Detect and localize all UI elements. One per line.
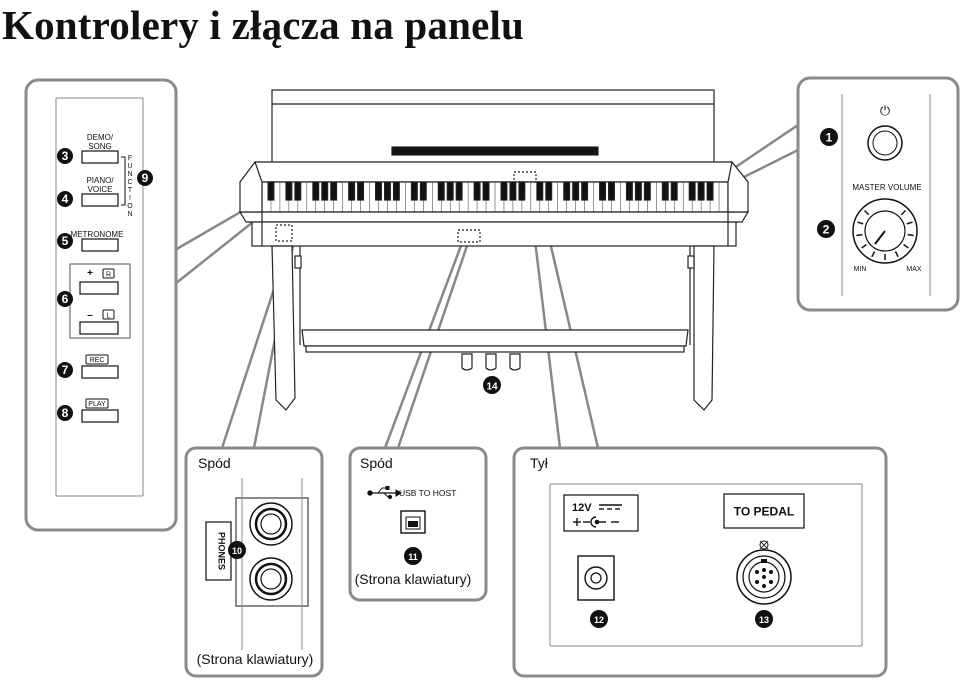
rec-label: REC (90, 357, 105, 364)
knob-ticks (856, 209, 914, 260)
callout-badge-10 (228, 541, 246, 559)
r-badge: R (106, 272, 111, 279)
callout-badge-1 (820, 128, 838, 146)
phones-panel: Spód PHONES 10 (Strona klawiatury) (184, 446, 324, 678)
callout-badge-12 (590, 610, 608, 628)
rear-panel: Tył 12V 12 TO PEDAL (512, 446, 888, 678)
master-volume-knob[interactable] (852, 198, 918, 264)
power-switch[interactable]: ⏻ (867, 103, 903, 161)
usb-port[interactable] (400, 510, 426, 534)
callout-badge-5 (57, 233, 73, 249)
usb-caption: (Strona klawiatury) (355, 571, 472, 587)
callout-badge-11 (404, 547, 422, 565)
callout-number-8: 8 (62, 406, 69, 420)
callout-number-10: 10 (232, 546, 242, 556)
right-control-panel: ⏻ 1 MASTER VOLUME MIN MAX 2 (796, 76, 960, 312)
callout-badge-3 (57, 148, 73, 164)
master-volume-label: MASTER VOLUME (852, 183, 921, 192)
callout-badge-9 (137, 170, 153, 186)
callout-badge-6 (57, 291, 73, 307)
volume-min-label: MIN (854, 266, 867, 273)
plus-r-button[interactable]: + R (79, 268, 119, 295)
demo-song-label-line2: SONG (88, 142, 112, 151)
callout-number-13: 13 (759, 615, 769, 625)
dc-symbol-icon (573, 504, 622, 528)
callout-badge-7 (57, 362, 73, 378)
usb-icon (367, 486, 402, 500)
page-title: Kontrolery i złącza na panelu (2, 2, 525, 48)
phones-location-marker (275, 224, 293, 242)
phones-jack-1[interactable] (249, 502, 293, 546)
power-icon: ⏻ (880, 103, 890, 118)
rear-panel-header: Tył (530, 455, 549, 471)
phones-label: PHONES (217, 532, 227, 570)
phones-caption: (Strona klawiatury) (197, 651, 314, 667)
minus-l-button[interactable]: – L (79, 309, 119, 335)
callout-number-12: 12 (594, 615, 604, 625)
pedals-callout: 14 (483, 376, 501, 394)
callout-number-3: 3 (62, 149, 69, 163)
play-label: PLAY (88, 401, 106, 408)
l-badge: L (107, 313, 111, 320)
callout-number-7: 7 (62, 363, 69, 377)
callout-number-11: 11 (408, 552, 418, 562)
demo-song-button[interactable]: DEMO/ SONG (81, 133, 119, 164)
callout-number-1: 1 (826, 131, 833, 145)
pedals-number: 14 (486, 382, 498, 393)
usb-panel-header: Spód (360, 455, 393, 471)
music-rest-slot (391, 146, 599, 156)
callout-badge-13 (755, 610, 773, 628)
callout-badge-8 (57, 405, 73, 421)
demo-song-label-line1: DEMO/ (87, 133, 114, 142)
pedal-connector[interactable] (736, 540, 792, 605)
volume-max-label: MAX (906, 266, 922, 273)
piano-illustration (238, 89, 750, 411)
usb-to-host-label: USB TO HOST (399, 488, 456, 498)
to-pedal-label: TO PEDAL (734, 505, 794, 519)
phones-panel-header: Spód (198, 455, 231, 471)
dc-voltage-label: 12V (572, 502, 592, 514)
usb-panel: Spód USB TO HOST 11 (Strona klawiatury) (348, 446, 488, 602)
black-keys (267, 181, 714, 201)
callout-number-9: 9 (142, 171, 149, 185)
callout-number-4: 4 (62, 192, 69, 206)
metronome-label: METRONOME (71, 230, 124, 239)
dc-in-jack[interactable] (577, 555, 615, 601)
pedals (461, 353, 521, 371)
piano-voice-label-line2: VOICE (88, 185, 113, 194)
callout-badge-4 (57, 191, 73, 207)
callout-number-2: 2 (823, 223, 830, 237)
rec-button[interactable]: REC (81, 354, 119, 379)
minus-symbol: – (87, 310, 93, 321)
callout-badge-2 (817, 220, 835, 238)
phones-jack-2[interactable] (249, 557, 293, 601)
piano-voice-label-line1: PIANO/ (86, 176, 114, 185)
play-button[interactable]: PLAY (81, 398, 119, 423)
usb-location-marker (457, 229, 481, 243)
callout-number-5: 5 (62, 234, 69, 248)
piano-voice-button[interactable]: PIANO/ VOICE (81, 176, 119, 207)
callout-number-6: 6 (62, 292, 69, 306)
plus-symbol: + (87, 268, 93, 279)
metronome-button[interactable]: METRONOME (71, 230, 124, 252)
